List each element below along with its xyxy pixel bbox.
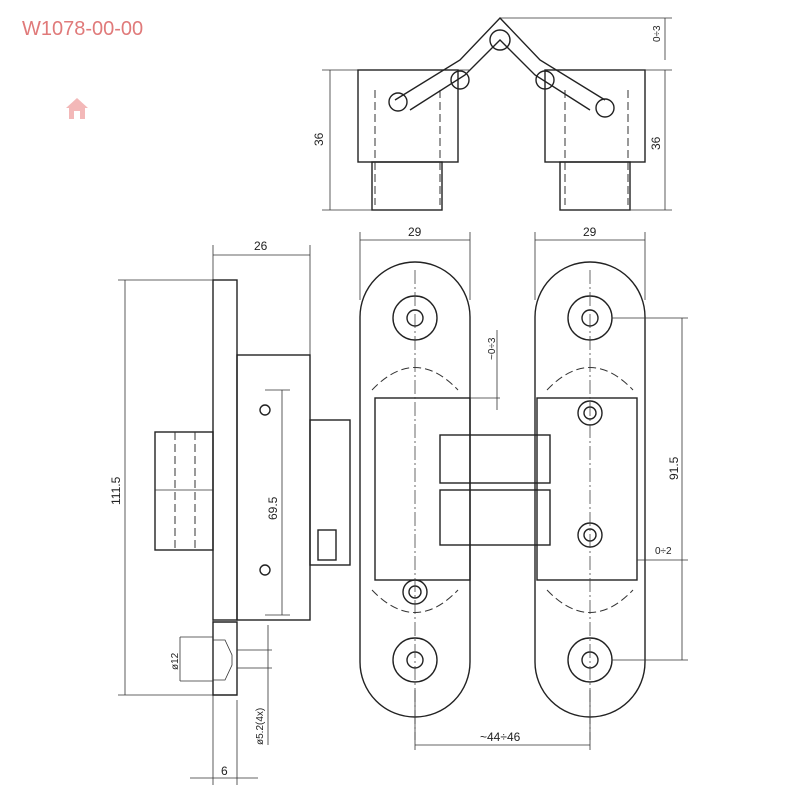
dim-lateral-adjust: 0÷2	[655, 546, 672, 557]
dim-right-plate-width: 29	[583, 225, 597, 239]
dim-top-adjust: 0÷3	[652, 25, 663, 42]
dim-left-plate-width: 29	[408, 225, 422, 239]
dim-overall-length: 111.5	[109, 476, 123, 505]
dim-center-distance: ~44÷46	[480, 730, 521, 744]
dim-top-right-height: 36	[649, 136, 663, 150]
part-number: W1078-00-00	[22, 18, 144, 40]
front-view-right: 29 91.5 0÷2 ~44÷46	[415, 225, 688, 750]
front-view-left: 29 ~0÷3	[359, 225, 551, 750]
top-view: 36 36 0÷3	[312, 16, 672, 211]
dim-hole-spacing-front: 91.5	[667, 456, 681, 480]
dim-depth-adjust: ~0÷3	[487, 337, 498, 360]
side-view: 26 111.5 69.5 ø12 ø5.2(4x) 6	[109, 239, 351, 785]
dim-hole-spacing-side: 69.5	[266, 496, 280, 520]
dim-top-left-height: 36	[312, 132, 326, 146]
dim-plate-thickness: 6	[221, 764, 228, 778]
dim-hole-dia: ø5.2(4x)	[255, 708, 266, 745]
dim-side-depth: 26	[254, 239, 268, 253]
dim-countersink-dia: ø12	[170, 652, 181, 670]
house-icon	[66, 98, 88, 119]
